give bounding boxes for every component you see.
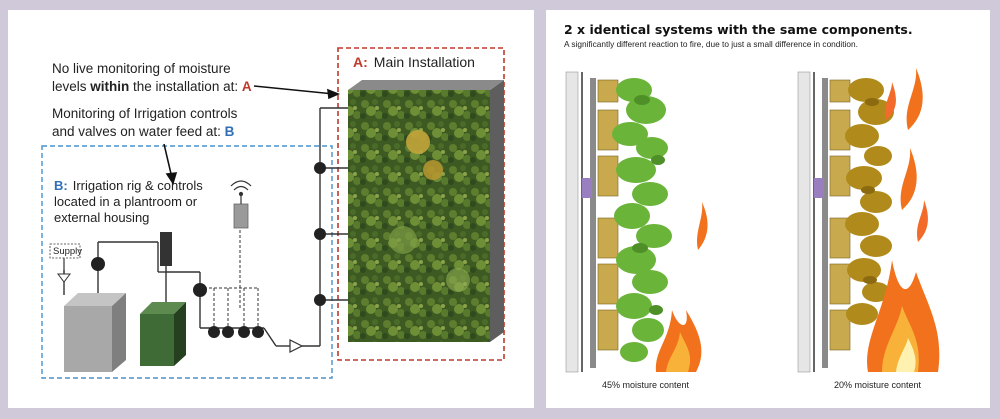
supply-valve-icon — [57, 273, 71, 283]
filter-unit — [160, 232, 172, 266]
flames-small — [655, 202, 708, 372]
green-tank — [140, 314, 174, 366]
comparison-subtitle: A significantly different reaction to fi… — [564, 39, 858, 49]
caption-healthy: 45% moisture content — [602, 380, 690, 390]
control-wiring — [204, 230, 259, 328]
supply-label: Supply — [53, 246, 82, 257]
irrigation-diagram-panel: A:Main Installation B:Irrigation rig & c… — [8, 10, 534, 408]
system-healthy — [565, 71, 708, 373]
grey-tank — [64, 306, 112, 372]
note-line2: levels within the installation at: A — [52, 79, 252, 94]
note2-line2: and valves on water feed at: B — [52, 124, 235, 139]
system-dry — [797, 68, 940, 373]
fire-comparison-diagram: 2 x identical systems with the same comp… — [564, 22, 940, 390]
note2-line1: Monitoring of Irrigation controls — [52, 106, 238, 121]
wall-side — [490, 80, 504, 342]
bracket-dry — [814, 178, 824, 198]
box-a-title: A:Main Installation — [353, 54, 475, 70]
box-b-line3: external housing — [54, 210, 149, 225]
green-wall-installation — [348, 90, 490, 342]
comparison-title: 2 x identical systems with the same comp… — [564, 22, 913, 37]
box-b-outline — [41, 145, 333, 379]
irrigation-diagram: A:Main Installation B:Irrigation rig & c… — [41, 47, 505, 379]
supply-box — [49, 243, 81, 259]
annotation-arrows — [163, 85, 341, 185]
wall-top — [348, 80, 504, 90]
wifi-icon — [230, 180, 252, 204]
box-b-line1: B:Irrigation rig & controls — [54, 178, 203, 193]
riser-valves — [91, 162, 326, 338]
bracket-healthy — [582, 178, 592, 198]
box-b-line2: located in a plantroom or — [54, 194, 198, 209]
flames-large — [867, 68, 940, 372]
fire-comparison-panel: 2 x identical systems with the same comp… — [546, 10, 990, 408]
check-valve — [289, 339, 304, 353]
foliage-healthy — [612, 78, 672, 362]
caption-dry: 20% moisture content — [834, 380, 922, 390]
foliage-dry — [845, 78, 894, 325]
note-line1: No live monitoring of moisture — [52, 61, 231, 76]
controller-unit — [233, 203, 249, 229]
